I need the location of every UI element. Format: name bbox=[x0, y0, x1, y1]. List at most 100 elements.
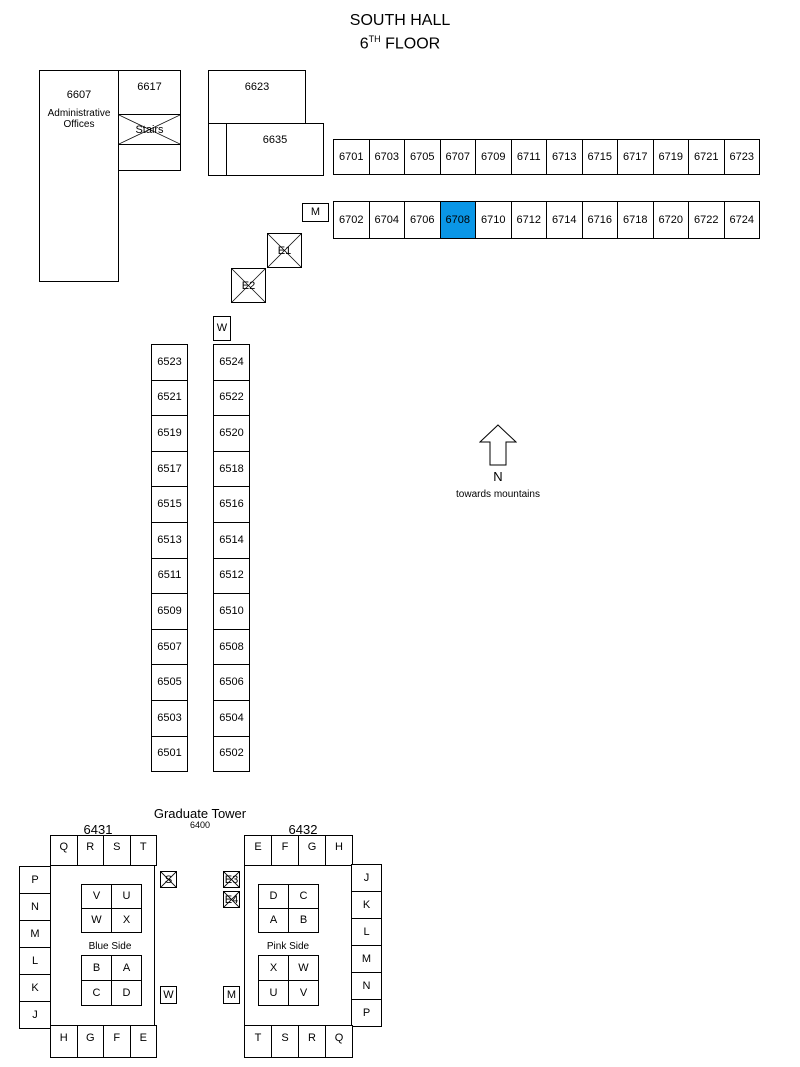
pink-room-S[interactable]: S bbox=[271, 1025, 299, 1058]
elevator-e2[interactable]: E2 bbox=[231, 268, 266, 303]
room-6514[interactable]: 6514 bbox=[213, 522, 250, 559]
room-6512[interactable]: 6512 bbox=[213, 557, 250, 595]
pink-restroom-men[interactable]: M bbox=[223, 986, 240, 1004]
room-6507[interactable]: 6507 bbox=[151, 628, 188, 666]
pink-room-C[interactable]: C bbox=[288, 884, 319, 909]
blue-room-L[interactable]: L bbox=[19, 947, 51, 975]
room-6505[interactable]: 6505 bbox=[151, 664, 188, 701]
room-6706[interactable]: 6706 bbox=[404, 201, 441, 239]
room-6716[interactable]: 6716 bbox=[581, 201, 618, 239]
blue-room-X[interactable]: X bbox=[111, 908, 142, 933]
blue-room-F[interactable]: F bbox=[103, 1025, 131, 1058]
room-6701[interactable]: 6701 bbox=[333, 139, 370, 175]
room-6718[interactable]: 6718 bbox=[617, 201, 654, 239]
room-6635[interactable]: 6635 bbox=[226, 123, 324, 176]
pink-room-P[interactable]: P bbox=[351, 999, 382, 1027]
room-6506[interactable]: 6506 bbox=[213, 664, 250, 701]
blue-room-E[interactable]: E bbox=[129, 1025, 157, 1058]
room-6713[interactable]: 6713 bbox=[546, 139, 583, 175]
room-6714[interactable]: 6714 bbox=[546, 201, 583, 239]
room-6710[interactable]: 6710 bbox=[475, 201, 512, 239]
room-6724[interactable]: 6724 bbox=[723, 201, 760, 239]
blue-room-P[interactable]: P bbox=[19, 866, 51, 894]
room-6721[interactable]: 6721 bbox=[688, 139, 725, 175]
room-6521[interactable]: 6521 bbox=[151, 379, 188, 417]
blue-room-C[interactable]: C bbox=[81, 980, 112, 1006]
blue-room-B[interactable]: B bbox=[81, 955, 112, 981]
pink-elevator-e4[interactable]: E4 bbox=[223, 891, 240, 908]
room-6715[interactable]: 6715 bbox=[581, 139, 618, 175]
room-6704[interactable]: 6704 bbox=[368, 201, 405, 239]
room-6707[interactable]: 6707 bbox=[439, 139, 476, 175]
room-6522[interactable]: 6522 bbox=[213, 379, 250, 417]
blue-stairs[interactable]: S bbox=[160, 871, 177, 888]
room-6705[interactable]: 6705 bbox=[404, 139, 441, 175]
room-6519[interactable]: 6519 bbox=[151, 415, 188, 452]
pink-room-F[interactable]: F bbox=[271, 835, 299, 866]
room-6617[interactable]: 6617 bbox=[118, 70, 181, 115]
room-6720[interactable]: 6720 bbox=[652, 201, 689, 239]
blue-room-N[interactable]: N bbox=[19, 893, 51, 921]
blue-restroom-women[interactable]: W bbox=[160, 986, 177, 1004]
pink-room-M[interactable]: M bbox=[351, 945, 382, 973]
blue-room-V[interactable]: V bbox=[81, 884, 112, 909]
room-6508[interactable]: 6508 bbox=[213, 628, 250, 666]
room-6711[interactable]: 6711 bbox=[510, 139, 547, 175]
pink-room-J[interactable]: J bbox=[351, 864, 382, 892]
room-6502[interactable]: 6502 bbox=[213, 735, 250, 773]
room-6509[interactable]: 6509 bbox=[151, 593, 188, 630]
blue-room-G[interactable]: G bbox=[76, 1025, 104, 1058]
room-6523[interactable]: 6523 bbox=[151, 344, 188, 381]
room-6503[interactable]: 6503 bbox=[151, 700, 188, 737]
room-6504[interactable]: 6504 bbox=[213, 700, 250, 737]
pink-room-X[interactable]: X bbox=[258, 955, 289, 981]
pink-room-A[interactable]: A bbox=[258, 908, 289, 933]
pink-room-T[interactable]: T bbox=[244, 1025, 272, 1058]
pink-room-Q[interactable]: Q bbox=[325, 1025, 353, 1058]
room-6723[interactable]: 6723 bbox=[723, 139, 760, 175]
room-6511[interactable]: 6511 bbox=[151, 557, 188, 595]
pink-room-W[interactable]: W bbox=[288, 955, 319, 981]
pink-room-K[interactable]: K bbox=[351, 891, 382, 919]
room-6510[interactable]: 6510 bbox=[213, 593, 250, 630]
pink-room-U[interactable]: U bbox=[258, 980, 289, 1006]
pink-room-L[interactable]: L bbox=[351, 918, 382, 946]
blue-room-K[interactable]: K bbox=[19, 974, 51, 1002]
room-6515[interactable]: 6515 bbox=[151, 486, 188, 523]
blue-room-W[interactable]: W bbox=[81, 908, 112, 933]
room-6607[interactable] bbox=[39, 70, 119, 282]
blue-room-D[interactable]: D bbox=[111, 980, 142, 1006]
pink-room-N[interactable]: N bbox=[351, 972, 382, 1000]
pink-room-V[interactable]: V bbox=[288, 980, 319, 1006]
room-6516[interactable]: 6516 bbox=[213, 486, 250, 523]
pink-room-G[interactable]: G bbox=[298, 835, 326, 866]
pink-room-B[interactable]: B bbox=[288, 908, 319, 933]
restroom-women-mid[interactable]: W bbox=[213, 316, 231, 341]
room-6702[interactable]: 6702 bbox=[333, 201, 370, 239]
room-6712[interactable]: 6712 bbox=[510, 201, 547, 239]
room-6623[interactable]: 6623 bbox=[208, 70, 306, 124]
room-6719[interactable]: 6719 bbox=[652, 139, 689, 175]
blue-room-M[interactable]: M bbox=[19, 920, 51, 948]
room-6524[interactable]: 6524 bbox=[213, 344, 250, 381]
room-6517[interactable]: 6517 bbox=[151, 450, 188, 488]
pink-room-R[interactable]: R bbox=[298, 1025, 326, 1058]
room-6709[interactable]: 6709 bbox=[475, 139, 512, 175]
room-6520[interactable]: 6520 bbox=[213, 415, 250, 452]
elevator-e1[interactable]: E1 bbox=[267, 233, 302, 268]
room-6518[interactable]: 6518 bbox=[213, 450, 250, 488]
room-6501[interactable]: 6501 bbox=[151, 735, 188, 773]
room-6703[interactable]: 6703 bbox=[368, 139, 405, 175]
blue-room-Q[interactable]: Q bbox=[50, 835, 78, 866]
blue-room-T[interactable]: T bbox=[129, 835, 157, 866]
pink-room-E[interactable]: E bbox=[244, 835, 272, 866]
blue-room-H[interactable]: H bbox=[50, 1025, 78, 1058]
room-6722[interactable]: 6722 bbox=[688, 201, 725, 239]
room-6717[interactable]: 6717 bbox=[617, 139, 654, 175]
blue-room-U[interactable]: U bbox=[111, 884, 142, 909]
room-6513[interactable]: 6513 bbox=[151, 522, 188, 559]
pink-room-D[interactable]: D bbox=[258, 884, 289, 909]
pink-room-H[interactable]: H bbox=[325, 835, 353, 866]
restroom-men-top[interactable]: M bbox=[302, 203, 329, 222]
pink-elevator-e3[interactable]: E3 bbox=[223, 871, 240, 888]
